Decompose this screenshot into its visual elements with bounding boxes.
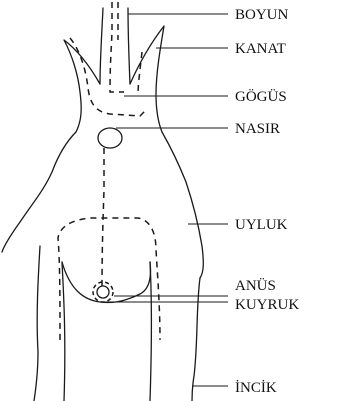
vent-mark: [97, 286, 109, 298]
leader-lines: [104, 14, 228, 386]
label-breast: GÖGÜS: [235, 88, 287, 105]
keel-mark: [98, 128, 122, 148]
label-keel: NASIR: [235, 121, 280, 137]
label-wing: KANAT: [235, 41, 286, 57]
label-vent: ANÜS: [235, 277, 276, 294]
carcass-outline: [2, 8, 203, 401]
label-drumstick: İNCİK: [235, 380, 277, 396]
label-thigh: UYLUK: [235, 217, 288, 233]
part-labels: BOYUN KANAT GÖGÜS NASIR UYLUK ANÜS KUYRU…: [235, 7, 299, 396]
label-tail: KUYRUK: [235, 297, 299, 313]
label-neck: BOYUN: [235, 7, 289, 23]
